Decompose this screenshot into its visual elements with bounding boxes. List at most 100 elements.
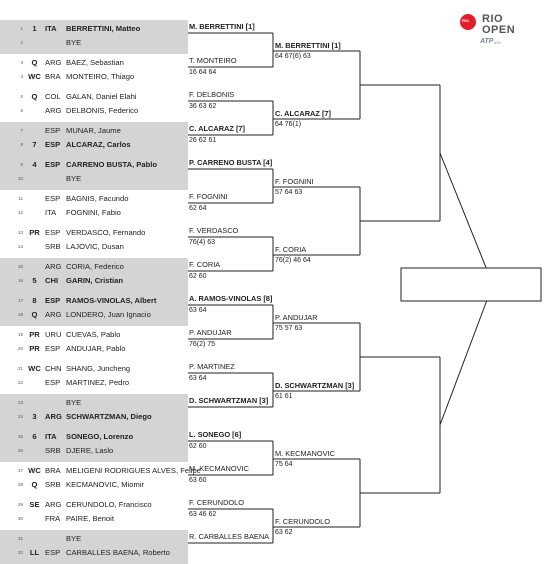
r2-score: 76(4) 63 bbox=[189, 239, 216, 246]
player-name: SCHWARTZMAN, Diego bbox=[66, 412, 152, 421]
r2-player[interactable]: F. CORIA bbox=[189, 260, 221, 269]
r2-player[interactable]: A. RAMOS-VINOLAS [8] bbox=[189, 294, 273, 303]
seed-label: PR bbox=[29, 330, 40, 339]
r3-player[interactable]: C. ALCARAZ [7] bbox=[275, 109, 331, 118]
r3-player[interactable]: F. CERUNDOLO bbox=[275, 517, 331, 526]
r2-player[interactable]: P. MARTINEZ bbox=[189, 362, 235, 371]
r2-score: 62 60 bbox=[189, 273, 207, 280]
r2-player[interactable]: C. ALCARAZ [7] bbox=[189, 124, 245, 133]
r2-score: 62 60 bbox=[189, 443, 207, 450]
r2-player[interactable]: R. CARBALLES BAENA bbox=[189, 532, 270, 541]
draw-position: 15 bbox=[17, 264, 23, 269]
r3-score: 76(2) 46 64 bbox=[275, 257, 311, 264]
r3-player[interactable]: M. BERRETTINI [1] bbox=[275, 41, 341, 50]
country-code: ARG bbox=[45, 262, 62, 271]
r3-score: 64 76(1) bbox=[275, 121, 302, 128]
match-group bbox=[0, 394, 188, 428]
r3-player[interactable]: F. CORIA bbox=[275, 245, 307, 254]
r2-player[interactable]: F. VERDASCO bbox=[189, 226, 239, 235]
player-name: ANDUJAR, Pablo bbox=[66, 344, 126, 353]
r3-player[interactable]: P. ANDUJAR bbox=[275, 313, 318, 322]
r3-score: 75 64 bbox=[275, 461, 293, 468]
r2-player[interactable]: D. SCHWARTZMAN [3] bbox=[189, 396, 269, 405]
r2-player[interactable]: F. CERUNDOLO bbox=[189, 498, 245, 507]
draw-position: 4 bbox=[20, 74, 23, 79]
r2-player[interactable]: M. BERRETTINI [1] bbox=[189, 22, 255, 31]
draw-position: 6 bbox=[20, 108, 23, 113]
r3-player[interactable]: M. KECMANOVIC bbox=[275, 449, 335, 458]
draw-entry[interactable]: 10 BYE bbox=[0, 173, 188, 185]
country-code: ESP bbox=[45, 378, 61, 387]
draw-position: 20 bbox=[17, 346, 23, 351]
r2-player[interactable]: L. SONEGO [6] bbox=[189, 430, 242, 439]
draw-position: 14 bbox=[17, 244, 23, 249]
country-code: COL bbox=[45, 92, 61, 101]
draw-position: 31 bbox=[17, 536, 23, 541]
player-name: SHANG, Juncheng bbox=[66, 364, 131, 373]
draw-position: 28 bbox=[17, 482, 23, 487]
player-name: ALCARAZ, Carlos bbox=[66, 140, 131, 149]
r2-player[interactable]: P. CARRENO BUSTA [4] bbox=[189, 158, 273, 167]
r2-player[interactable]: M. KECMANOVIC bbox=[189, 464, 249, 473]
draw-position: 19 bbox=[17, 332, 23, 337]
draw-position: 12 bbox=[17, 210, 23, 215]
bye-label: BYE bbox=[66, 174, 82, 183]
seed-label: SE bbox=[29, 500, 40, 509]
draw-position: 1 bbox=[20, 26, 23, 31]
draw-position: 21 bbox=[17, 366, 23, 371]
atp-tier: 500 bbox=[494, 40, 501, 45]
player-name: FOGNINI, Fabio bbox=[66, 208, 121, 217]
r2-player[interactable]: F. DELBONIS bbox=[189, 90, 235, 99]
country-code: ESP bbox=[45, 194, 61, 203]
r2-player[interactable]: T. MONTEIRO bbox=[189, 56, 237, 65]
seed-label: 1 bbox=[32, 24, 37, 33]
seed-label: Q bbox=[31, 310, 38, 319]
r2-player[interactable]: P. ANDUJAR bbox=[189, 328, 232, 337]
country-code: ITA bbox=[45, 432, 57, 441]
match-group bbox=[0, 122, 188, 156]
draw-position: 10 bbox=[17, 176, 23, 181]
seed-label: Q bbox=[31, 58, 38, 67]
draw-position: 11 bbox=[18, 196, 23, 201]
r3-player[interactable]: D. SCHWARTZMAN [3] bbox=[275, 381, 355, 390]
r3-player[interactable]: F. FOGNINI bbox=[275, 177, 314, 186]
country-code: BRA bbox=[45, 72, 61, 81]
match-group bbox=[0, 292, 188, 326]
r2-player[interactable]: F. FOGNINI bbox=[189, 192, 228, 201]
player-name: GALAN, Daniel Elahi bbox=[66, 92, 137, 101]
match-group bbox=[0, 156, 188, 190]
seed-label: Q bbox=[31, 480, 38, 489]
